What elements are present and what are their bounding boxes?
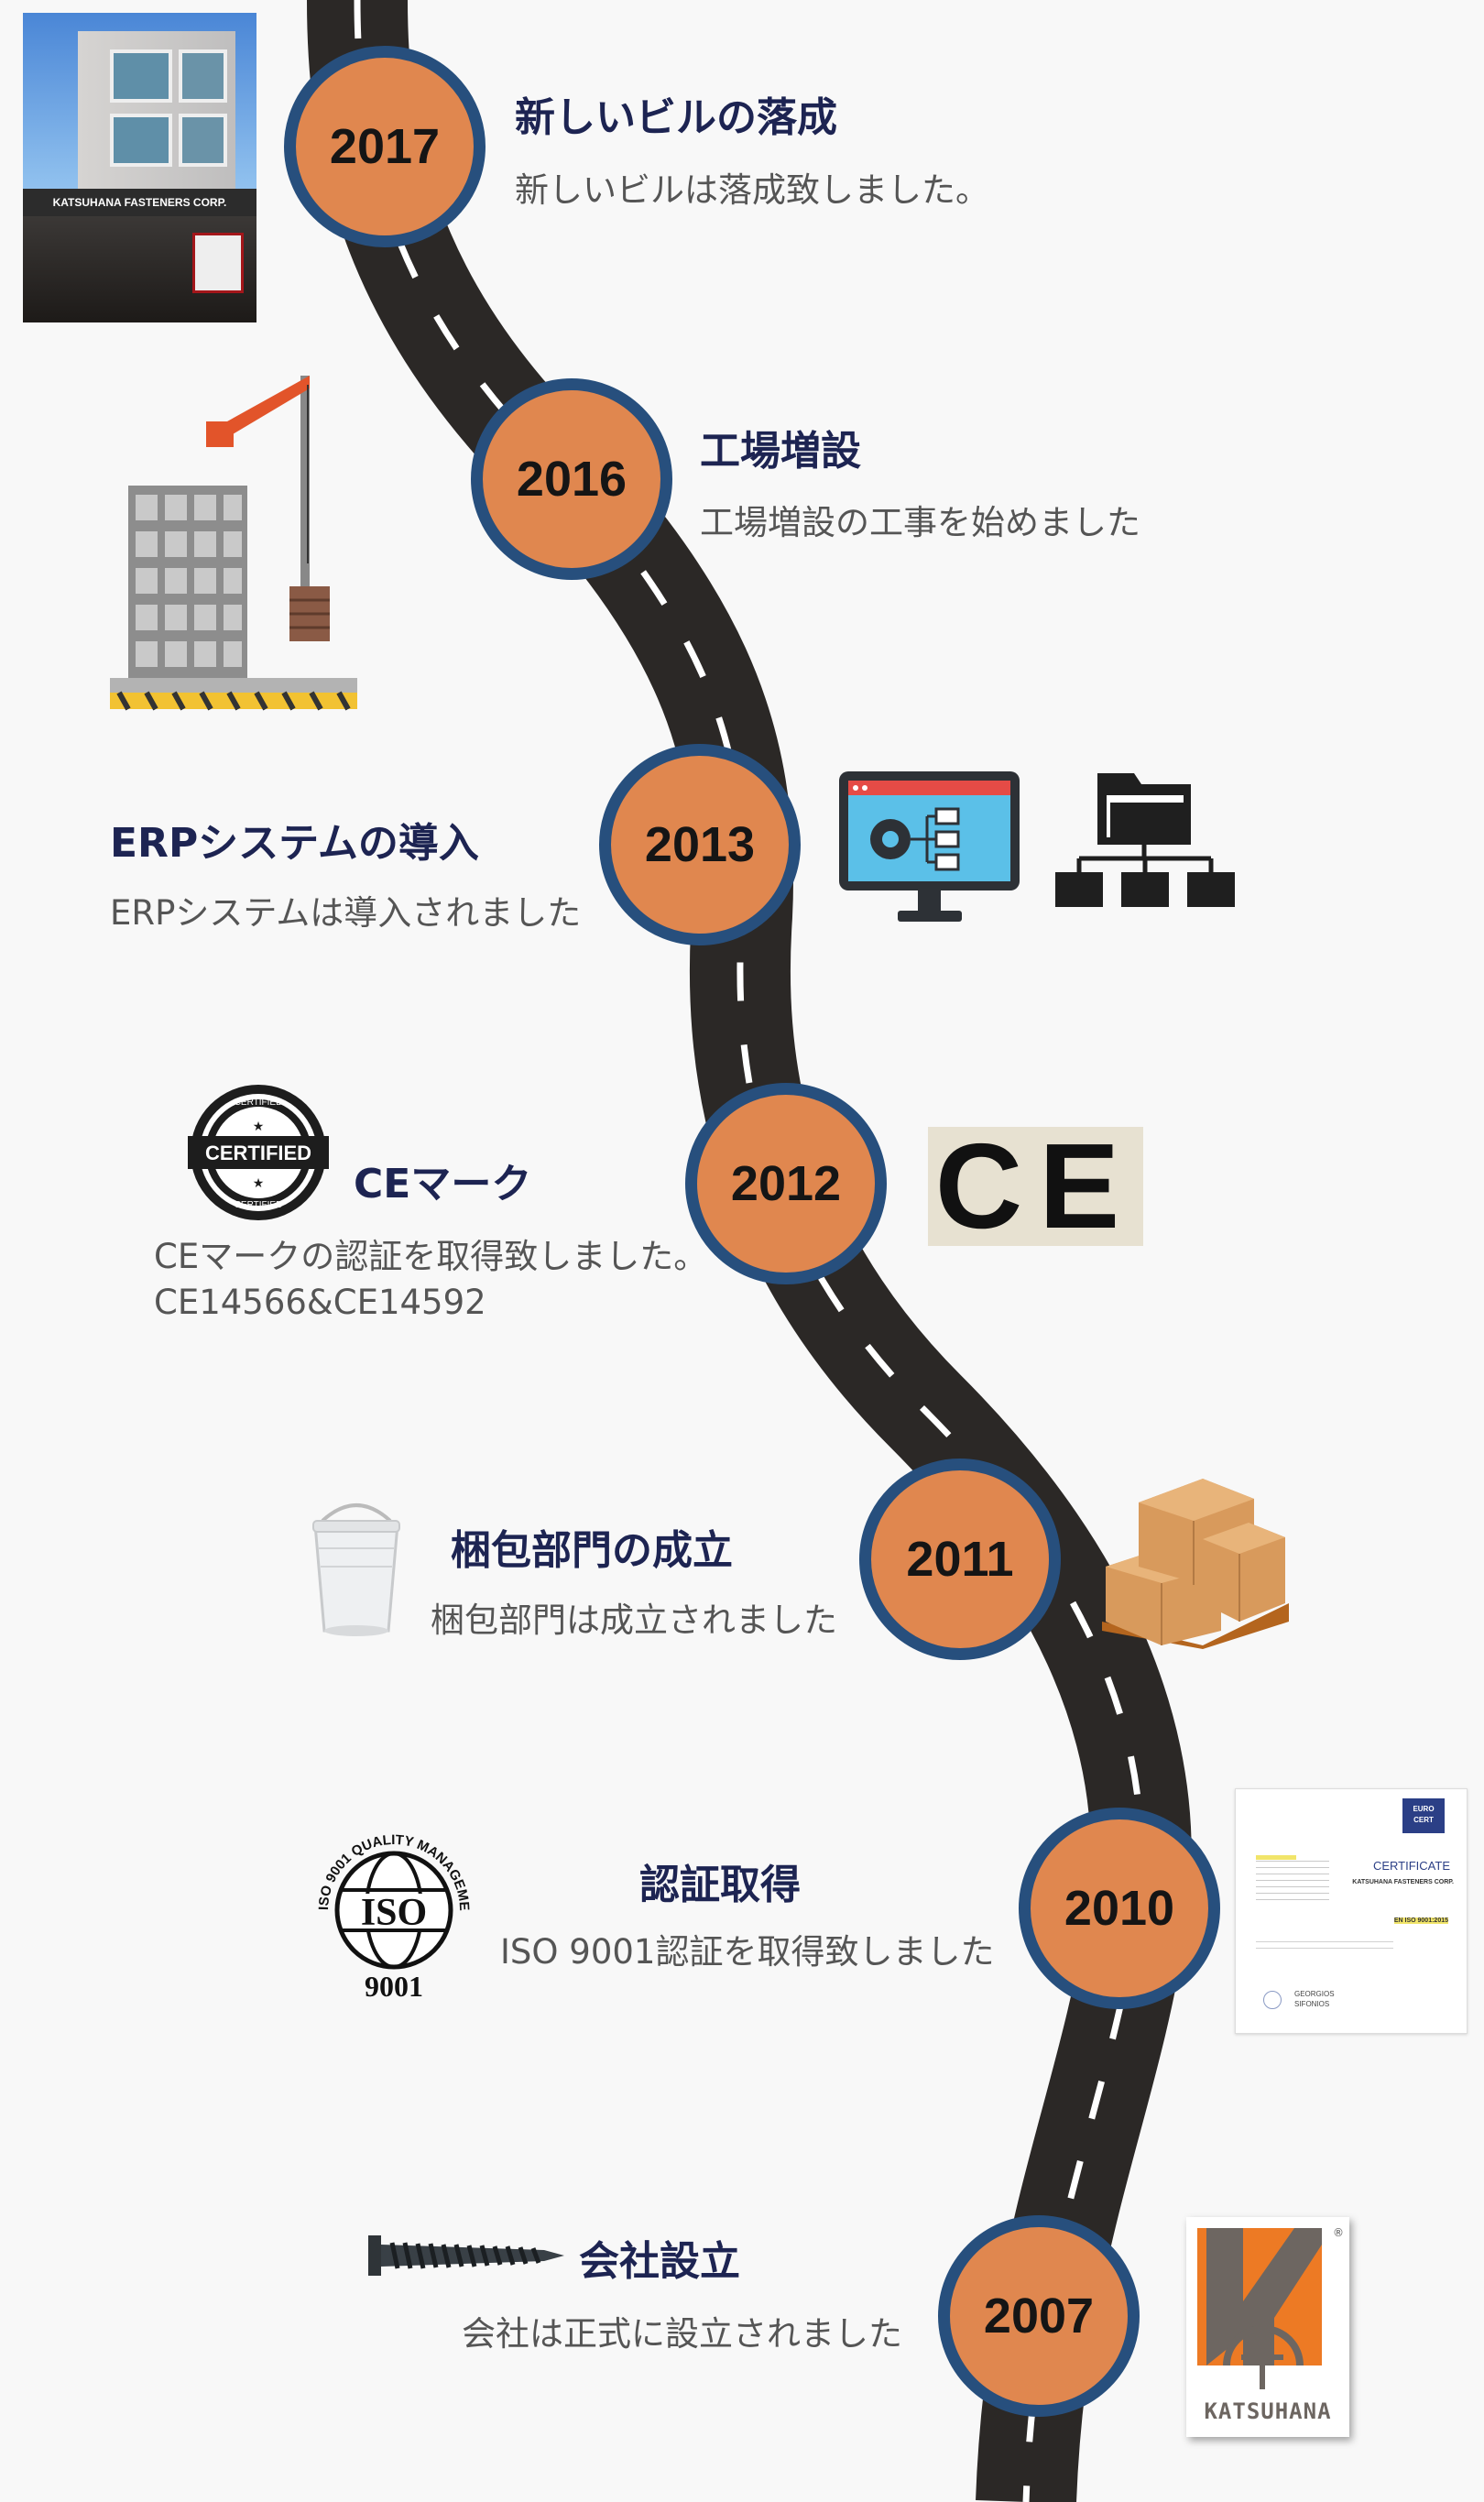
building-window bbox=[179, 114, 227, 167]
folder-network-icon bbox=[1055, 773, 1235, 907]
milestone-desc-2013: ERPシステムは導入されました bbox=[110, 893, 582, 933]
certified-badge-bottom: CERTIFIED bbox=[235, 1200, 283, 1210]
year-label: 2017 bbox=[329, 119, 441, 174]
katsuhana-logo: ® KATSUHANA bbox=[1186, 2217, 1349, 2437]
milestone-desc-2010: ISO 9001認証を取得致しました bbox=[500, 1932, 995, 1972]
screw-icon bbox=[368, 2235, 564, 2276]
certificate-signer-line1: GEORGIOS bbox=[1294, 1990, 1335, 1998]
certificate-title: CERTIFICATE bbox=[1372, 1859, 1450, 1873]
logo-registered-mark: ® bbox=[1333, 2226, 1344, 2239]
milestone-title-2010: 認証取得 bbox=[639, 1862, 801, 1908]
year-label: 2007 bbox=[983, 2289, 1095, 2344]
year-label: 2012 bbox=[730, 1156, 842, 1211]
certificate-seal bbox=[1263, 1991, 1282, 2009]
building-photo: KATSUHANA FASTENERS CORP. bbox=[23, 13, 256, 322]
certificate-document: EURO CERT CERTIFICATE KATSUHANA FASTENER… bbox=[1235, 1788, 1468, 2034]
ce-mark-image: CE bbox=[928, 1119, 1143, 1253]
milestone-title-2012: CEマーク bbox=[354, 1161, 532, 1207]
certificate-signer-line2: SIFONIOS bbox=[1294, 2000, 1330, 2008]
milestone-desc-2012-line2: CE14566&CE14592 bbox=[154, 1283, 486, 1322]
plastic-bucket-icon bbox=[312, 1503, 400, 1636]
road-centerline bbox=[354, 0, 1145, 2502]
building-window bbox=[179, 49, 227, 103]
certificate-lines bbox=[1256, 1855, 1329, 1901]
year-marker-2013: 2013 bbox=[599, 744, 801, 945]
cardboard-boxes-icon bbox=[1102, 1479, 1289, 1649]
building-banner bbox=[192, 233, 244, 293]
building-sign: KATSUHANA FASTENERS CORP. bbox=[23, 189, 256, 216]
crane-icon bbox=[206, 376, 330, 641]
iso-9001-icon: ISO 9001 QUALITY MANAGEMENT ISO 9001 bbox=[302, 1819, 472, 2003]
certified-badge-main: CERTIFIED bbox=[205, 1142, 311, 1164]
milestone-title-2011: 梱包部門の成立 bbox=[451, 1527, 733, 1574]
iso-main-text: ISO bbox=[361, 1892, 427, 1934]
year-marker-2007: 2007 bbox=[938, 2215, 1140, 2417]
milestone-desc-2007: 会社は正式に設立されました bbox=[462, 2314, 902, 2354]
ce-mark-text: CE bbox=[934, 1119, 1137, 1253]
milestone-title-2013: ERPシステムの導入 bbox=[110, 820, 479, 867]
katsuhana-k-mark bbox=[1197, 2228, 1322, 2389]
year-marker-2011: 2011 bbox=[859, 1459, 1061, 1660]
erp-monitor-icon bbox=[839, 771, 1020, 922]
milestone-title-2017: 新しいビルの落成 bbox=[515, 94, 837, 141]
eurocert-logo-line1: EURO bbox=[1413, 1805, 1435, 1813]
certificate-highlight bbox=[1256, 1855, 1296, 1860]
certificate-standard: EN ISO 9001:2015 bbox=[1393, 1917, 1448, 1924]
construction-illustration bbox=[110, 376, 357, 711]
certificate-company: KATSUHANA FASTENERS CORP. bbox=[1352, 1879, 1454, 1885]
year-label: 2016 bbox=[516, 452, 627, 507]
logo-wordmark: KATSUHANA bbox=[1204, 2398, 1332, 2424]
milestone-title-2016: 工場増設 bbox=[700, 428, 861, 475]
eurocert-logo: EURO CERT bbox=[1402, 1798, 1445, 1833]
year-label: 2011 bbox=[906, 1532, 1014, 1587]
building-frame-icon bbox=[110, 486, 357, 711]
milestone-desc-2017: 新しいビルは落成致しました。 bbox=[515, 170, 989, 210]
certified-badge-top: CERTIFIED bbox=[235, 1098, 283, 1108]
certificate-lines bbox=[1256, 1936, 1393, 1954]
year-marker-2016: 2016 bbox=[471, 378, 672, 580]
certificate-signer: GEORGIOS SIFONIOS bbox=[1294, 1989, 1335, 2009]
certified-badge-icon: CERTIFIED CERTIFIED CERTIFIED ★ ★ bbox=[188, 1085, 329, 1220]
year-marker-2012: 2012 bbox=[685, 1083, 887, 1284]
iso-number-text: 9001 bbox=[365, 1970, 423, 2003]
year-label: 2010 bbox=[1064, 1881, 1175, 1936]
milestone-desc-2011: 梱包部門は成立されました bbox=[431, 1601, 837, 1640]
milestone-title-2007: 会社設立 bbox=[579, 2238, 740, 2285]
building-window bbox=[110, 49, 172, 103]
building-window bbox=[110, 114, 172, 167]
year-marker-2010: 2010 bbox=[1019, 1808, 1220, 2009]
milestone-desc-2016: 工場増設の工事を始めました bbox=[700, 503, 1140, 542]
year-label: 2013 bbox=[644, 817, 756, 872]
milestone-desc-2012: CEマークの認証を取得致しました。 bbox=[154, 1237, 708, 1276]
star-icon: ★ bbox=[253, 1176, 265, 1191]
year-marker-2017: 2017 bbox=[284, 46, 486, 247]
star-icon: ★ bbox=[253, 1120, 265, 1134]
eurocert-logo-line2: CERT bbox=[1413, 1816, 1434, 1824]
